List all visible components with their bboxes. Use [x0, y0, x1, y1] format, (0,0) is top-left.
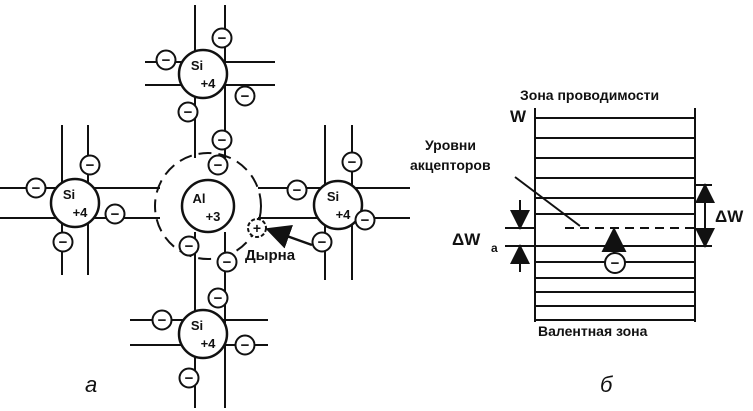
hole-pointer-arrow	[265, 224, 313, 249]
electron: −	[25, 177, 47, 199]
electron-sign: −	[158, 312, 167, 329]
electron: −	[52, 231, 74, 253]
electron-sign: −	[162, 52, 171, 69]
acceptor-label-line2: акцепторов	[410, 157, 491, 173]
electron-sign: −	[218, 30, 227, 47]
electron: −	[104, 203, 126, 225]
si-bottom-symbol: Si	[191, 318, 203, 333]
si-left-symbol: Si	[63, 187, 75, 202]
electron-sign: −	[293, 182, 302, 199]
al-center-symbol: Al	[193, 191, 206, 206]
electron-sign: −	[241, 88, 250, 105]
band-electron-sign: −	[611, 255, 620, 272]
delta-wa-subscript: a	[491, 241, 498, 255]
si-top-symbol: Si	[191, 58, 203, 73]
si-left-charge: +4	[73, 205, 89, 220]
electron: −	[178, 235, 200, 257]
hole: +	[247, 218, 267, 238]
electron: −	[79, 154, 101, 176]
band-electron: −	[604, 252, 626, 274]
si-right-charge: +4	[336, 207, 352, 222]
caption-a: а	[85, 372, 97, 397]
valence-band-label: Валентная зона	[538, 323, 648, 339]
electron: −	[354, 209, 376, 231]
valence-band-lines	[535, 245, 695, 321]
al-center-atom: Al +3	[180, 178, 236, 234]
electron-sign: −	[214, 290, 223, 307]
si-top-charge: +4	[201, 76, 217, 91]
electron-sign: −	[111, 206, 120, 223]
energy-axis-label: W	[510, 107, 527, 126]
electron-sign: −	[185, 238, 194, 255]
electron: −	[151, 309, 173, 331]
acceptor-pointer	[514, 176, 581, 227]
electron: −	[155, 49, 177, 71]
electron: −	[207, 287, 229, 309]
electron: −	[234, 334, 256, 356]
electron: −	[177, 101, 199, 123]
electron: −	[216, 251, 238, 273]
si-left-atom: Si +4	[49, 177, 101, 229]
si-top-atom: Si +4	[177, 48, 229, 100]
electron-sign: −	[348, 154, 357, 171]
acceptor-label-line1: Уровни	[425, 137, 476, 153]
al-center-charge: +3	[206, 209, 221, 224]
al-dashed-orbit	[154, 152, 262, 260]
electron-sign: −	[214, 157, 223, 174]
electron: −	[207, 154, 229, 176]
caption-b: б	[600, 372, 614, 397]
electron-sign: −	[223, 254, 232, 271]
electron-sign: −	[86, 157, 95, 174]
hole-sign: +	[253, 220, 261, 236]
si-bottom-charge: +4	[201, 336, 217, 351]
electron-sign: −	[59, 234, 68, 251]
electrons-group: − − − − − − − − − − − − − − − − − − − −	[25, 27, 376, 389]
electron: −	[234, 85, 256, 107]
electron: −	[211, 129, 233, 151]
electron-sign: −	[185, 370, 194, 387]
electron-sign: −	[318, 234, 327, 251]
electron-sign: −	[241, 337, 250, 354]
electron: −	[311, 231, 333, 253]
electron-sign: −	[184, 104, 193, 121]
electron: −	[341, 151, 363, 173]
si-right-atom: Si +4	[312, 179, 364, 231]
electron-sign: −	[32, 180, 41, 197]
conduction-band-label: Зона проводимости	[520, 87, 659, 103]
electron-sign: −	[218, 132, 227, 149]
delta-w-label: ΔW	[715, 207, 744, 226]
electron-sign: −	[361, 212, 370, 229]
si-bottom-atom: Si +4	[177, 308, 229, 360]
electron: −	[211, 27, 233, 49]
conduction-band-lines	[535, 117, 695, 215]
electron: −	[178, 367, 200, 389]
hole-label: Дырна	[245, 247, 296, 264]
si-right-symbol: Si	[327, 189, 339, 204]
electron: −	[286, 179, 308, 201]
delta-wa-label: ΔW	[452, 230, 481, 249]
